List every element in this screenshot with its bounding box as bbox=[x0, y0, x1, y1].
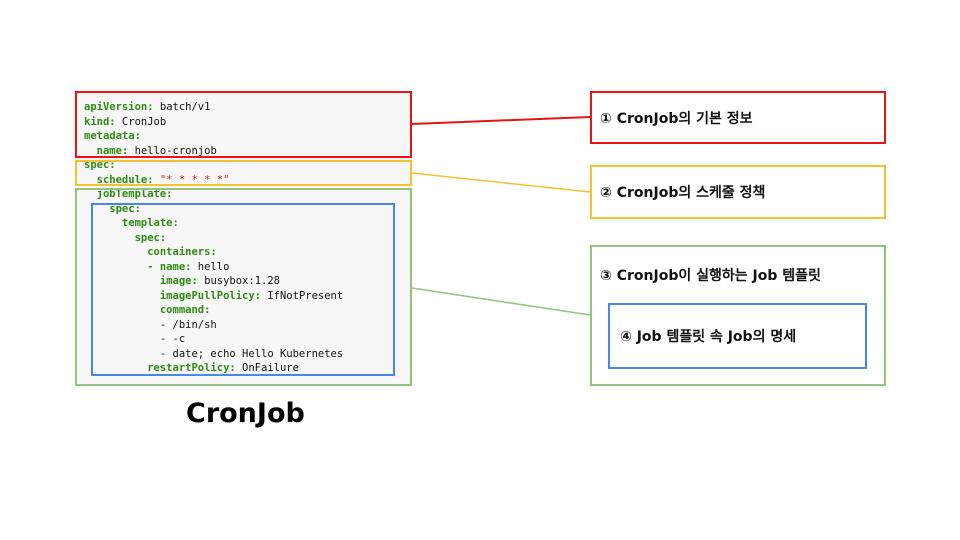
yaml-key: jobTemplate: bbox=[84, 188, 173, 200]
yaml-key: template: bbox=[84, 217, 179, 229]
schedule-highlight bbox=[75, 160, 412, 186]
connector-job-template bbox=[411, 287, 591, 316]
code-line: command: bbox=[84, 303, 343, 318]
label-job-template-text: ③ CronJob이 실행하는 Job 템플릿 bbox=[600, 268, 821, 284]
yaml-key: command: bbox=[84, 304, 211, 316]
yaml-code-panel bbox=[75, 91, 412, 386]
label-job-spec-text: ④ Job 템플릿 속 Job의 명세 bbox=[620, 329, 797, 345]
label-basic-info-text: ① CronJob의 기본 정보 bbox=[600, 110, 753, 127]
yaml-value: - -c bbox=[84, 333, 186, 345]
label-schedule-policy: ② CronJob의 스케줄 정책 bbox=[590, 165, 886, 219]
job-spec-highlight bbox=[91, 203, 395, 376]
yaml-value: OnFailure bbox=[235, 362, 299, 374]
code-line: schedule: "* * * * *" bbox=[84, 173, 343, 188]
code-line: template: bbox=[84, 216, 343, 231]
code-line: - /bin/sh bbox=[84, 318, 343, 333]
code-line: kind: CronJob bbox=[84, 115, 343, 130]
yaml-value: - date; echo Hello Kubernetes bbox=[84, 347, 344, 360]
job-template-highlight bbox=[75, 188, 412, 386]
yaml-key: imagePullPolicy: bbox=[84, 289, 262, 302]
code-line: spec: bbox=[84, 158, 343, 173]
yaml-key: containers: bbox=[84, 246, 217, 258]
code-line: spec: bbox=[84, 202, 343, 217]
basic-info-highlight bbox=[75, 91, 412, 158]
code-line: - name: hello bbox=[84, 260, 343, 275]
code-line: imagePullPolicy: IfNotPresent bbox=[84, 289, 343, 304]
code-line: - -c bbox=[84, 332, 343, 347]
yaml-key: spec: bbox=[84, 159, 116, 171]
code-line: jobTemplate: bbox=[84, 187, 343, 202]
yaml-value: IfNotPresent bbox=[261, 289, 344, 302]
yaml-key: apiVersion: bbox=[84, 101, 154, 113]
yaml-value: busybox:1.28 bbox=[197, 275, 280, 287]
label-basic-info: ① CronJob의 기본 정보 bbox=[590, 91, 886, 144]
yaml-value: hello bbox=[191, 260, 230, 273]
label-job-spec: ④ Job 템플릿 속 Job의 명세 bbox=[608, 303, 867, 369]
connector-schedule bbox=[411, 172, 591, 193]
connector-basic-info bbox=[411, 116, 591, 125]
label-schedule-policy-text: ② CronJob의 스케줄 정책 bbox=[600, 185, 766, 201]
code-line: image: busybox:1.28 bbox=[84, 274, 343, 289]
code-line: containers: bbox=[84, 245, 343, 260]
code-line: metadata: bbox=[84, 129, 343, 144]
yaml-key: name: bbox=[84, 144, 129, 157]
code-line: apiVersion: batch/v1 bbox=[84, 100, 343, 115]
code-line: name: hello-cronjob bbox=[84, 144, 343, 159]
yaml-key: spec: bbox=[84, 202, 141, 215]
code-line: - date; echo Hello Kubernetes bbox=[84, 347, 343, 362]
code-line: restartPolicy: OnFailure bbox=[84, 361, 343, 376]
yaml-value: - /bin/sh bbox=[84, 318, 217, 331]
yaml-value: CronJob bbox=[115, 115, 167, 128]
yaml-key: image: bbox=[84, 275, 198, 287]
yaml-key: kind: bbox=[84, 115, 116, 128]
yaml-value: hello-cronjob bbox=[128, 144, 217, 157]
yaml-value: "* * * * *" bbox=[153, 173, 230, 186]
yaml-key: metadata: bbox=[84, 130, 141, 142]
yaml-key: - name: bbox=[84, 260, 192, 273]
diagram-caption: CronJob bbox=[186, 398, 305, 429]
yaml-key: spec: bbox=[84, 231, 167, 244]
yaml-key: restartPolicy: bbox=[84, 362, 236, 374]
yaml-key: schedule: bbox=[84, 173, 154, 186]
yaml-value: batch/v1 bbox=[153, 101, 211, 113]
code-line: spec: bbox=[84, 231, 343, 246]
